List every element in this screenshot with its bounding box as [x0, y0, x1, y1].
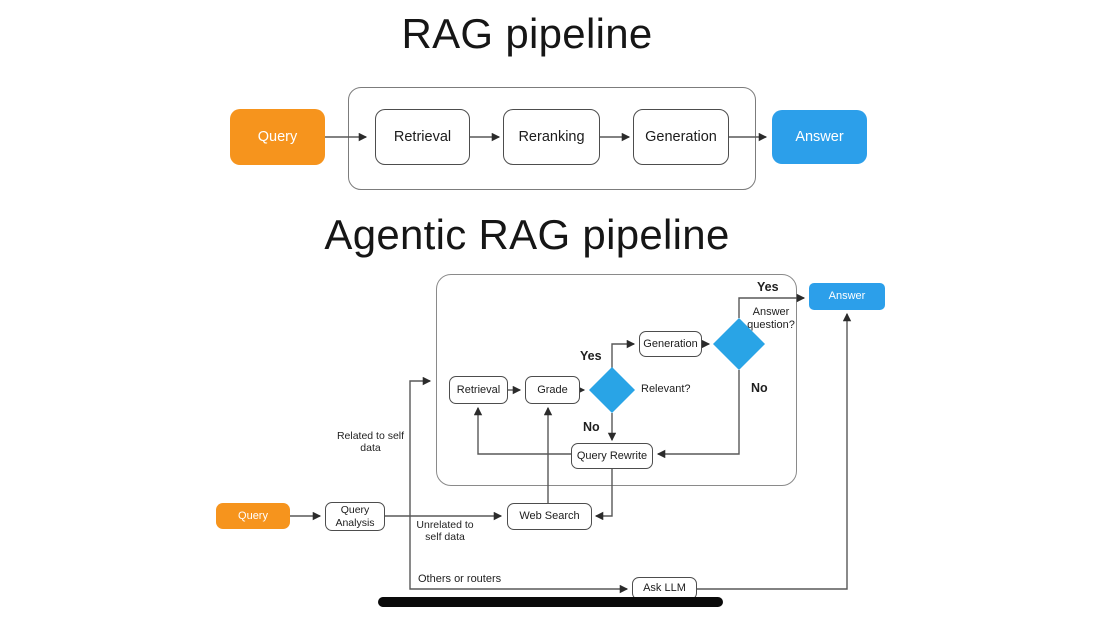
agentic-retrieval-node: Retrieval [449, 376, 508, 404]
others-or-routers-label: Others or routers [418, 573, 502, 585]
agentic-generation-node: Generation [639, 331, 702, 357]
relevant-no-label: No [583, 420, 600, 434]
top-retrieval-node: Retrieval [375, 109, 470, 165]
top-pipeline-frame [348, 87, 756, 190]
web-search-node: Web Search [507, 503, 592, 530]
rag-pipeline-title: RAG pipeline [401, 10, 653, 57]
answer-no-label: No [751, 381, 768, 395]
top-query-node: Query [230, 109, 325, 165]
edge-answer-yes-to-answer [738, 293, 806, 318]
answer-question-decision-diamond [713, 318, 765, 370]
top-generation-node: Generation [633, 109, 729, 165]
agentic-answer-node: Answer [809, 283, 885, 310]
answer-yes-label: Yes [757, 280, 779, 294]
edge-query-rewrite-to-retrieval [473, 406, 571, 455]
top-answer-node: Answer [772, 110, 867, 164]
query-rewrite-node: Query Rewrite [571, 443, 653, 469]
edge-others-to-ask-llm [409, 516, 629, 594]
related-to-self-data-label: Related to self data [336, 430, 405, 455]
agentic-query-node: Query [216, 503, 290, 529]
top-reranking-node: Reranking [503, 109, 600, 165]
agentic-loop-frame [436, 274, 797, 486]
laptop-base [378, 597, 723, 607]
answer-question-decision-label: Answer question? [747, 306, 795, 331]
edge-relevant-yes-to-generation [611, 339, 636, 368]
grade-node: Grade [525, 376, 580, 404]
relevant-yes-label: Yes [580, 349, 602, 363]
relevant-decision-diamond [589, 367, 635, 413]
edge-query-rewrite-to-web-search [594, 469, 613, 521]
relevant-decision-label: Relevant? [641, 383, 691, 395]
unrelated-to-self-data-label: Unrelated to self data [416, 519, 474, 544]
agentic-rag-pipeline-title: Agentic RAG pipeline [324, 211, 730, 258]
edge-ask-llm-to-answer [697, 312, 852, 590]
edge-related-to-retrieval [409, 376, 432, 516]
edge-answer-no-to-query-rewrite [656, 370, 740, 459]
query-analysis-node: Query Analysis [325, 502, 385, 531]
